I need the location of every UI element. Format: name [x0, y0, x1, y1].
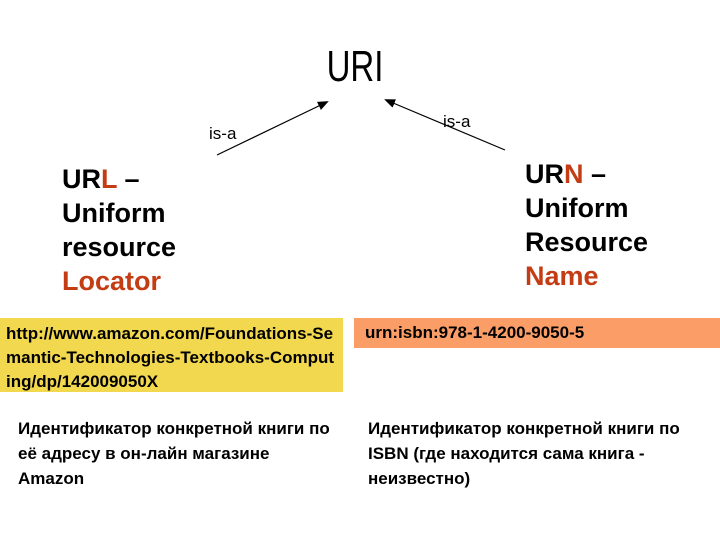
- page-title: URI: [317, 42, 393, 92]
- urn-term-line2: Uniform: [525, 193, 629, 223]
- is-a-label-right: is-a: [443, 112, 471, 131]
- page-title-text: URI: [326, 42, 384, 91]
- urn-prefix: UR: [525, 159, 564, 189]
- url-term-line2: Uniform: [62, 198, 166, 228]
- url-prefix: UR: [62, 164, 101, 194]
- urn-accent-letter: N: [564, 159, 584, 189]
- url-accent-letter: L: [101, 164, 118, 194]
- is-a-label-left: is-a: [209, 124, 237, 143]
- is-a-arrow-left: [216, 101, 329, 156]
- url-caption: Идентификатор конкретной книги по её адр…: [18, 419, 330, 488]
- urn-term-line3: Resource: [525, 227, 649, 257]
- urn-example-box: urn:isbn:978-1-4200-9050-5: [354, 318, 720, 348]
- url-example-text: http://www.amazon.com/Foundations-Semant…: [6, 324, 335, 391]
- url-term-line1: URL –: [62, 162, 176, 196]
- urn-term-block: URN – Uniform Resource Name: [525, 157, 648, 293]
- url-term-line3: resource: [62, 232, 177, 262]
- is-a-arrow-right: [384, 99, 506, 151]
- urn-caption: Идентификатор конкретной книги по ISBN (…: [368, 419, 680, 488]
- urn-term-line1: URN –: [525, 157, 648, 191]
- urn-dash: –: [583, 159, 607, 189]
- urn-example-text: urn:isbn:978-1-4200-9050-5: [365, 323, 585, 342]
- url-example-box: http://www.amazon.com/Foundations-Semant…: [0, 318, 343, 392]
- url-term-line4: Locator: [62, 266, 162, 296]
- url-term-block: URL – Uniform resource Locator: [62, 162, 176, 298]
- url-dash: –: [117, 164, 140, 194]
- urn-term-line4: Name: [525, 261, 599, 291]
